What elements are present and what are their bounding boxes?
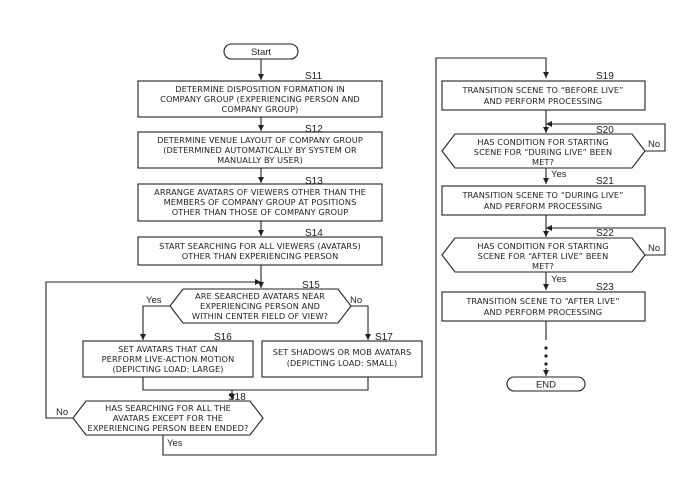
step-s12-line-3: MANUALLY BY USER) [217,155,303,165]
step-s23: S23 TRANSITION SCENE TO “AFTER LIVE” AND… [441,282,646,322]
decision-s22-shape [441,237,646,273]
arrow-s18-no-loop [45,279,261,419]
step-s18-line-3: EXPERIENCING PERSON BEEN ENDED? [88,423,249,433]
step-s18-id: S18 [228,392,246,403]
step-s22-id: S22 [596,228,614,239]
step-s16-line-1: SET AVATARS THAT CAN [118,344,218,354]
step-s19: S19 TRANSITION SCENE TO “BEFORE LIVE” AN… [441,71,646,111]
step-s16-line-2: PERFORM LIVE-ACTION MOTION [102,354,235,364]
step-s21-line-2: AND PERFORM PROCESSING [484,201,602,211]
step-s22-line-1: HAS CONDITION FOR STARTING [477,241,608,251]
step-s12-line-1: DETERMINE VENUE LAYOUT OF COMPANY GROUP [157,135,363,145]
step-s20-line-2: SCENE FOR “DURING LIVE” BEEN [474,147,612,157]
step-s11-line-2: COMPANY GROUP (EXPERIENCING PERSON AND [160,94,360,104]
step-s22-line-2: SCENE FOR “AFTER LIVE” BEEN [478,251,609,261]
s18-no-label: No [56,407,68,418]
s15-yes-label: Yes [146,295,162,306]
step-s20-line-3: MET? [532,157,554,167]
step-s23-line-2: AND PERFORM PROCESSING [484,307,602,317]
step-s18-line-1: HAS SEARCHING FOR ALL THE [105,403,231,413]
step-s17-line-1: SET SHADOWS OR MOB AVATARS [273,347,412,357]
s20-no-label: No [648,139,660,150]
step-s15-line-2: EXPERIENCING PERSON AND [200,301,320,311]
step-s15-line-1: ARE SEARCHED AVATARS NEAR [195,291,325,301]
decision-s18: S18 HAS SEARCHING FOR ALL THE AVATARS EX… [72,392,264,436]
step-s15-id: S15 [302,280,320,291]
step-s16-line-3: (DEPICTING LOAD: LARGE) [112,364,223,374]
step-s16-id: S16 [214,332,232,343]
step-s13-line-1: ARRANGE AVATARS OF VIEWERS OTHER THAN TH… [154,187,366,197]
step-s20-id: S20 [596,125,614,136]
step-s21: S21 TRANSITION SCENE TO “DURING LIVE” AN… [441,176,646,216]
step-s18-line-2: AVATARS EXCEPT FOR THE [113,413,223,423]
step-s11-line-1: DETERMINE DISPOSITION FORMATION IN [175,84,345,94]
s15-no-label: No [350,295,362,306]
step-s19-id: S19 [596,71,614,82]
step-s13-line-2: MEMBERS OF COMPANY GROUP AT POSITIONS [164,197,357,207]
step-s17-id: S17 [375,332,393,343]
continuation-dot [544,362,548,366]
step-s14-line-2: OTHER THAN EXPERIENCING PERSON [182,251,339,261]
step-s14-id: S14 [305,228,323,239]
merge-s16-s17 [142,377,369,391]
step-s19-line-1: TRANSITION SCENE TO “BEFORE LIVE” [461,85,623,95]
end-label: END [536,380,556,391]
step-s16: S16 SET AVATARS THAT CAN PERFORM LIVE-AC… [82,332,254,378]
step-s21-line-1: TRANSITION SCENE TO “DURING LIVE” [461,190,623,200]
step-s19-line-2: AND PERFORM PROCESSING [484,96,602,106]
step-s17-line-2: (DEPICTING LOAD: SMALL) [287,358,398,368]
step-s12: S12 DETERMINE VENUE LAYOUT OF COMPANY GR… [137,124,383,169]
continuation-dots [544,346,548,366]
s22-no-label: No [648,243,660,254]
arrow-s15-yes [140,305,170,340]
start-terminal: Start [223,43,299,60]
step-s12-id: S12 [305,124,323,135]
step-s15-line-3: WITHIN CENTER FIELD OF VIEW? [192,311,328,321]
step-s12-line-2: (DETERMINED AUTOMATICALLY BY SYSTEM OR [163,145,357,155]
decision-s20-shape [441,133,646,169]
step-s14-line-1: START SEARCHING FOR ALL VIEWERS (AVATARS… [159,241,361,251]
arrow-s18-yes [162,57,549,456]
arrow-s15-no [351,305,371,340]
continuation-dot [544,354,548,358]
s20-yes-label: Yes [551,169,567,180]
step-s14: S14 START SEARCHING FOR ALL VIEWERS (AVA… [137,228,383,266]
continuation-dot [544,346,548,350]
step-s13-id: S13 [305,176,323,187]
s22-yes-label: Yes [551,274,567,285]
step-s13-line-3: OTHER THAN THOSE OF COMPANY GROUP [172,207,349,217]
step-s13: S13 ARRANGE AVATARS OF VIEWERS OTHER THA… [137,176,383,222]
step-s20-line-1: HAS CONDITION FOR STARTING [477,137,608,147]
step-s23-line-1: TRANSITION SCENE TO “AFTER LIVE” [465,296,619,306]
arrow-s22-no-loop [546,225,666,256]
arrow-s20-no-loop [546,121,666,152]
step-s11-id: S11 [305,71,322,82]
step-s17: S17 SET SHADOWS OR MOB AVATARS (DEPICTIN… [261,332,423,378]
decision-s15: S15 ARE SEARCHED AVATARS NEAR EXPERIENCI… [169,280,352,324]
decision-s22: S22 HAS CONDITION FOR STARTING SCENE FOR… [441,228,646,273]
s18-yes-label: Yes [167,438,183,449]
step-s23-id: S23 [596,282,614,293]
decision-s20: S20 HAS CONDITION FOR STARTING SCENE FOR… [441,125,646,169]
step-s11-line-3: COMPANY GROUP) [222,104,299,114]
start-label: Start [251,47,271,58]
step-s21-id: S21 [596,176,614,187]
step-s22-line-3: MET? [532,261,554,271]
end-terminal: END [506,376,586,392]
step-s11: S11 DETERMINE DISPOSITION FORMATION IN C… [137,71,383,118]
